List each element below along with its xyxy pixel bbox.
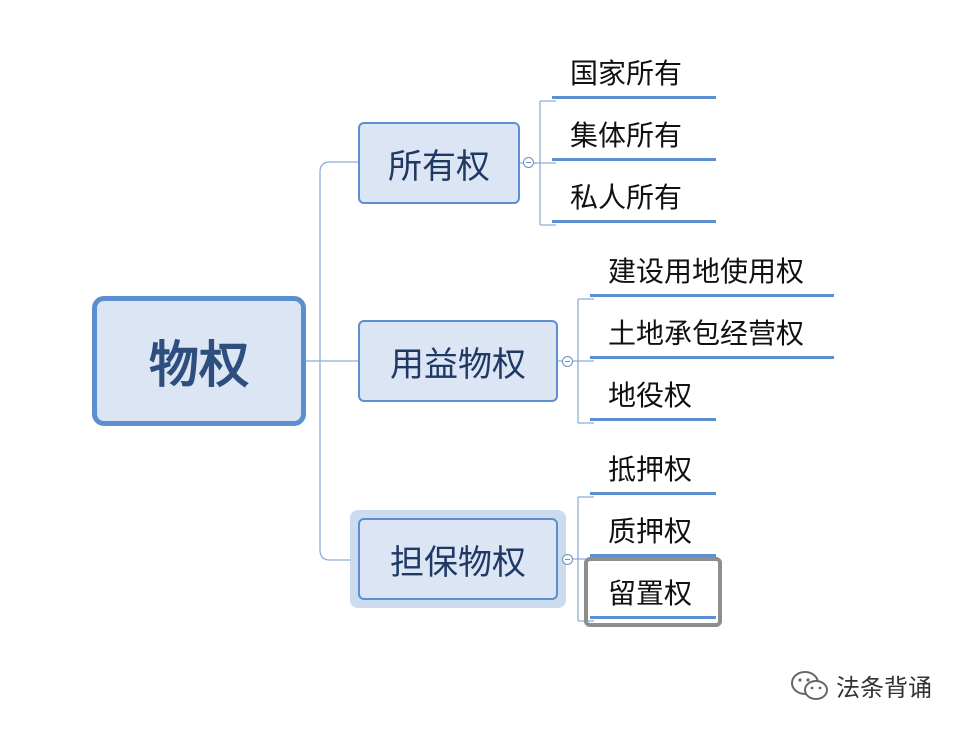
leaf-label: 建设用地使用权	[608, 255, 805, 288]
selection-frame	[584, 557, 722, 627]
leaf-label: 留置权	[608, 577, 693, 610]
root-node[interactable]: 物权	[92, 296, 306, 426]
collapse-toggle-usufruct[interactable]	[562, 356, 573, 367]
branch-node-ownership[interactable]: 所有权	[358, 122, 520, 204]
leaf-label: 抵押权	[608, 453, 693, 486]
leaf-node[interactable]: 国家所有	[552, 56, 716, 99]
leaf-node[interactable]: 建设用地使用权	[590, 254, 834, 297]
leaf-node[interactable]: 私人所有	[552, 180, 716, 223]
leaf-node[interactable]: 集体所有	[552, 118, 716, 161]
branch-label: 担保物权	[390, 542, 526, 583]
watermark: 法条背诵	[790, 668, 932, 703]
leaf-label: 质押权	[608, 515, 693, 548]
branch-label: 用益物权	[390, 344, 526, 385]
leaf-label: 私人所有	[570, 181, 683, 214]
branch-node-usufruct[interactable]: 用益物权	[358, 320, 558, 402]
watermark-text: 法条背诵	[836, 674, 932, 702]
leaf-label: 地役权	[608, 379, 693, 412]
connector-trunk	[319, 161, 358, 561]
leaf-node[interactable]: 质押权	[590, 514, 716, 557]
leaf-label: 集体所有	[570, 119, 683, 152]
collapse-toggle-security[interactable]	[562, 554, 573, 565]
wechat-icon	[791, 670, 828, 700]
leaf-node[interactable]: 土地承包经营权	[590, 316, 834, 359]
branch-node-security[interactable]: 担保物权	[358, 518, 558, 600]
leaf-label: 国家所有	[570, 57, 683, 90]
root-label: 物权	[149, 336, 249, 394]
collapse-toggle-ownership[interactable]	[523, 157, 534, 168]
branch-label: 所有权	[388, 146, 490, 187]
leaf-node-selected[interactable]: 留置权	[590, 576, 716, 619]
leaf-node[interactable]: 地役权	[590, 378, 716, 421]
leaf-label: 土地承包经营权	[608, 317, 805, 350]
leaf-node[interactable]: 抵押权	[590, 452, 716, 495]
